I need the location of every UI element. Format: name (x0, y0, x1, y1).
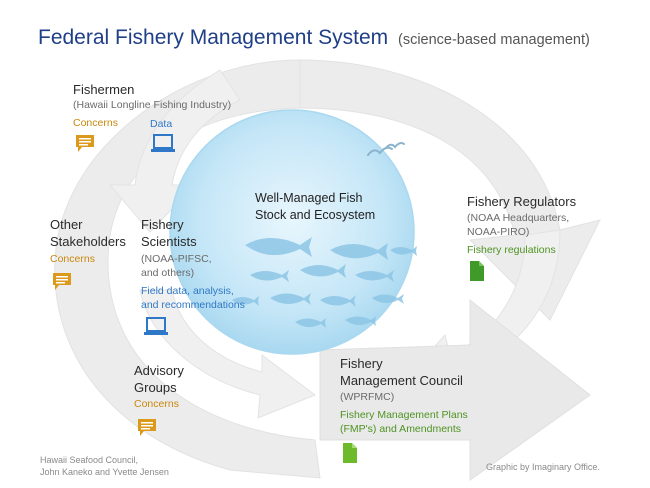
center-label-line2: Stock and Ecosystem (255, 208, 376, 222)
stakeholders-concerns-label: Concerns (50, 253, 95, 265)
scientists-output-line1: Field data, analysis, (141, 285, 234, 297)
scientists-org-line2: and others) (141, 267, 195, 279)
scientists-heading-line2: Scientists (141, 234, 197, 249)
fish-school-icon (232, 237, 417, 328)
ocean-circle (169, 109, 415, 355)
speech-bubble-icon (53, 273, 71, 290)
speech-bubble-icon (76, 135, 94, 152)
regulators-org-line2: NOAA-PIRO) (467, 226, 530, 238)
laptop-icon (151, 134, 175, 152)
council-output-line2: (FMP's) and Amendments (340, 423, 462, 435)
regulators-output: Fishery regulations (467, 244, 556, 256)
fishermen-heading: Fishermen (73, 82, 135, 97)
birds-icon (367, 142, 405, 156)
stakeholders-heading-line1: Other (50, 217, 83, 232)
center-label-line1: Well-Managed Fish (255, 191, 363, 205)
credit-right: Graphic by Imaginary Office. (486, 462, 600, 472)
credit-left-line1: Hawaii Seafood Council, (40, 455, 139, 465)
fishermen-org: (Hawaii Longline Fishing Industry) (73, 99, 232, 111)
council-output-line1: Fishery Management Plans (340, 409, 468, 421)
advisory-heading-line2: Groups (134, 380, 177, 395)
scientists-output-line2: and recommendations (141, 299, 245, 311)
title-text: Federal Fishery Management System (38, 26, 389, 49)
document-icon (343, 443, 357, 463)
advisory-concerns-label: Concerns (134, 398, 179, 410)
regulators-org-line1: (NOAA Headquarters, (467, 212, 570, 224)
advisory-heading-line1: Advisory (134, 363, 184, 378)
stakeholders-heading-line2: Stakeholders (50, 234, 126, 249)
fishermen-data-label: Data (150, 118, 173, 130)
council-arrow (319, 298, 591, 481)
document-icon (470, 261, 484, 281)
speech-bubble-icon (138, 419, 156, 436)
scientists-org-line1: (NOAA-PIFSC, (141, 253, 212, 265)
regulators-heading: Fishery Regulators (467, 194, 577, 209)
council-org: (WPRFMC) (340, 391, 395, 403)
credit-left-line2: John Kaneko and Yvette Jensen (40, 467, 169, 477)
council-heading-line2: Management Council (340, 373, 463, 388)
fishermen-concerns-label: Concerns (73, 117, 118, 129)
subtitle-text: (science-based management) (397, 32, 590, 48)
scientists-heading-line1: Fishery (141, 217, 184, 232)
council-heading-line1: Fishery (340, 356, 383, 371)
page-title: Federal Fishery Management System (scien… (38, 26, 590, 50)
laptop-icon (144, 317, 168, 335)
